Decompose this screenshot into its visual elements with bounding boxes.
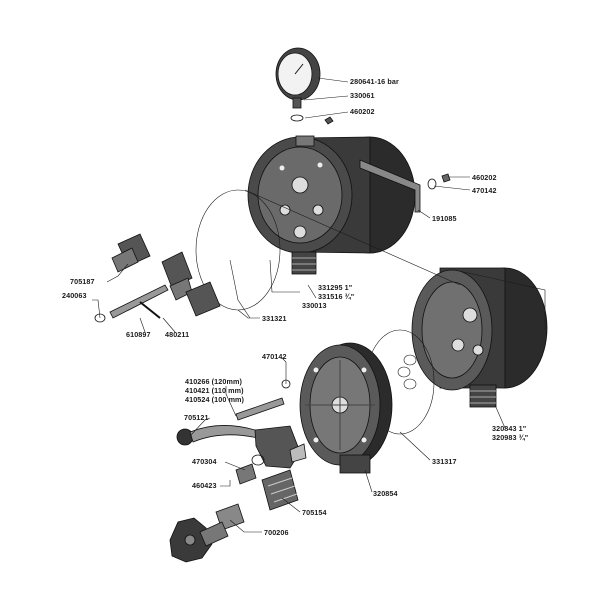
star-knob [169,517,229,563]
label-240063: 240063 [62,291,87,300]
valve-assembly [215,454,299,531]
label-320843: 320843 1" [492,424,526,433]
label-460423: 460423 [192,481,217,490]
upper-pump-body [247,135,416,275]
lower-pump-body [411,267,548,408]
label-331321: 331321 [262,314,287,323]
label-480211: 480211 [165,330,189,339]
label-331516: 331516 ¾" [318,292,354,301]
label-700206: 700206 [264,528,289,537]
label-280641: 280641-16 bar [350,77,399,86]
label-191085: 191085 [432,214,457,223]
label-320983: 320983 ¾" [492,433,528,442]
part-labels: 280641-16 bar 330061 460202 460202 47014… [62,77,528,537]
label-330013: 330013 [302,301,327,310]
label-470142-mid: 470142 [262,352,287,361]
cover-plate [299,342,393,474]
label-331295: 331295 1" [318,283,352,292]
label-410524: 410524 (100 mm) [185,395,245,404]
label-460202-top: 460202 [350,107,375,116]
inlet-fittings [94,233,221,323]
handle-lever [176,425,307,469]
label-470304: 470304 [192,457,217,466]
label-320854: 320854 [373,489,398,498]
label-331317: 331317 [432,457,457,466]
mounting-bracket [359,159,421,213]
label-610897: 610897 [126,330,151,339]
label-460202-right: 460202 [472,173,497,182]
label-410421: 410421 (110 mm) [185,386,244,395]
label-705121: 705121 [184,413,209,422]
label-705154: 705154 [302,508,327,517]
label-410266: 410266 (120mm) [185,377,242,386]
pressure-gauge [275,47,334,125]
long-bolt [235,379,291,421]
bracket-hardware [427,173,451,190]
label-470142-right: 470142 [472,186,497,195]
label-330061: 330061 [350,91,375,100]
valve-rings [397,354,417,390]
leader-lines [92,77,546,533]
label-705187: 705187 [70,277,95,286]
